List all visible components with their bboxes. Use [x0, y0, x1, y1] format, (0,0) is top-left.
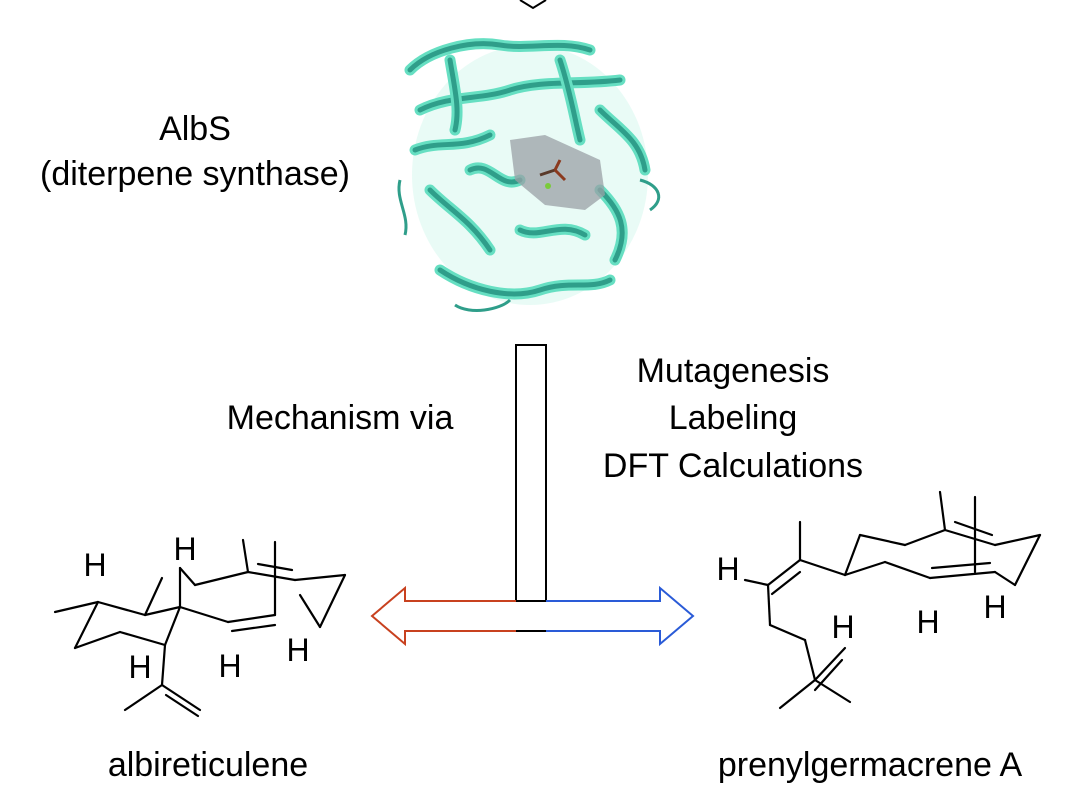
method-labeling: Labeling — [669, 399, 798, 437]
top-arrow-tip — [519, 0, 547, 10]
h-atom: H — [83, 547, 106, 583]
prenylgermacrene-label: prenylgermacrene A — [718, 746, 1023, 784]
ligand-icon — [539, 159, 567, 189]
h-atom: H — [218, 648, 241, 684]
method-dft: DFT Calculations — [603, 447, 863, 485]
enzyme-description: (diterpene synthase) — [40, 155, 350, 193]
h-atom: H — [983, 589, 1006, 625]
h-atom: H — [128, 649, 151, 685]
h-atom: H — [916, 604, 939, 640]
arrow-to-prenylgermacrene — [546, 585, 695, 647]
branching-arrow — [370, 344, 695, 647]
albireticulene-label: albireticulene — [108, 746, 308, 784]
h-atom: H — [286, 632, 309, 668]
method-mutagenesis: Mutagenesis — [637, 352, 830, 390]
prenylgermacrene-structure: H H H H — [716, 490, 1042, 710]
h-atom: H — [173, 531, 196, 567]
h-atom: H — [831, 609, 854, 645]
arrow-to-albireticulene — [370, 585, 516, 647]
protein-structure — [397, 38, 661, 312]
albireticulene-structure: H H H H H — [53, 531, 347, 718]
mechanism-label: Mechanism via — [227, 399, 454, 437]
enzyme-name: AlbS — [159, 110, 231, 148]
h-atom: H — [716, 551, 739, 587]
